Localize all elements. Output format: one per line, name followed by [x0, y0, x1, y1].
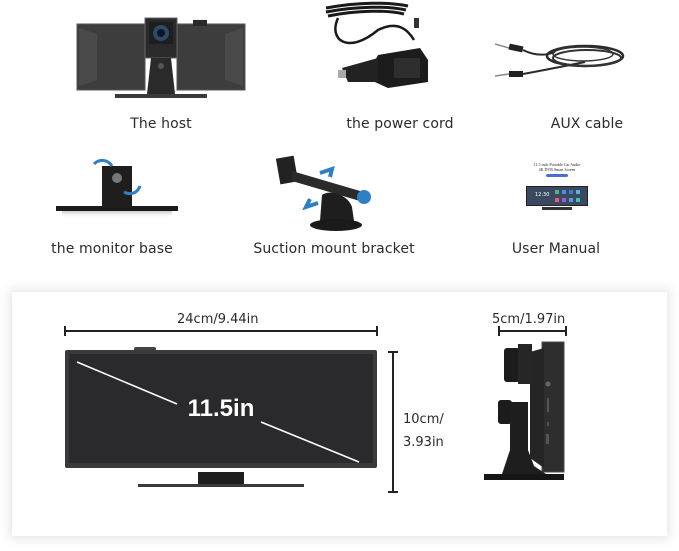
car-charger-icon: [325, 1, 428, 88]
monitor-base-icon: [56, 158, 178, 218]
suction-mount-icon: [275, 155, 371, 231]
user-manual-caption: User Manual: [511, 241, 601, 257]
aux-cable-image: [494, 36, 630, 86]
host-device-icon: [76, 17, 246, 98]
host-image: [75, 14, 247, 104]
power-cord-caption: the power cord: [346, 116, 454, 132]
width-dimension-label: 24cm/9.44in: [177, 312, 259, 327]
depth-dimension-line: [499, 330, 566, 332]
host-caption: The host: [130, 116, 192, 132]
manual-screen: 12:30: [526, 186, 588, 206]
height-dimension-label-line1: 10cm/: [403, 412, 444, 427]
depth-dimension-label: 5cm/1.97in: [492, 312, 566, 327]
diagonal-size-label: 11.5in: [187, 394, 255, 422]
manual-title-line2: 4K DVR Smart Screen: [538, 167, 576, 172]
height-dimension-label-line2: 3.93in: [403, 435, 444, 450]
screen-front-view: 11.5in: [65, 350, 377, 468]
height-tick-bottom: [388, 491, 398, 493]
side-view-device-icon: [484, 341, 565, 480]
depth-tick-right: [565, 326, 567, 336]
screen-stand-foot: [138, 484, 304, 487]
manual-title-line1: 11.5 inch Portable Car Audio: [533, 162, 581, 167]
diagonal-line-icon: [76, 361, 360, 463]
aux-cable-caption: AUX cable: [550, 116, 624, 132]
width-tick-right: [376, 326, 378, 336]
manual-clock: 12:30: [535, 192, 550, 198]
aux-cable-icon: [494, 43, 625, 77]
depth-tick-left: [498, 326, 500, 336]
power-cord-image: [318, 0, 448, 95]
monitor-base-image: [52, 158, 182, 220]
width-dimension-line: [65, 330, 377, 332]
side-view-image: [482, 340, 567, 496]
screen-display: 11.5in: [69, 354, 373, 463]
user-manual-image: 11.5 inch Portable Car Audio 4K DVR Smar…: [524, 162, 590, 214]
monitor-base-caption: the monitor base: [51, 241, 173, 257]
screen-stand: [198, 472, 244, 486]
height-tick-top: [388, 351, 398, 353]
height-dimension-line: [392, 352, 394, 492]
width-tick-left: [64, 326, 66, 336]
tab-button-on-screen: [134, 347, 156, 350]
manual-button: [546, 174, 568, 177]
suction-mount-image: [272, 155, 387, 235]
suction-mount-caption: Suction mount bracket: [253, 241, 415, 257]
